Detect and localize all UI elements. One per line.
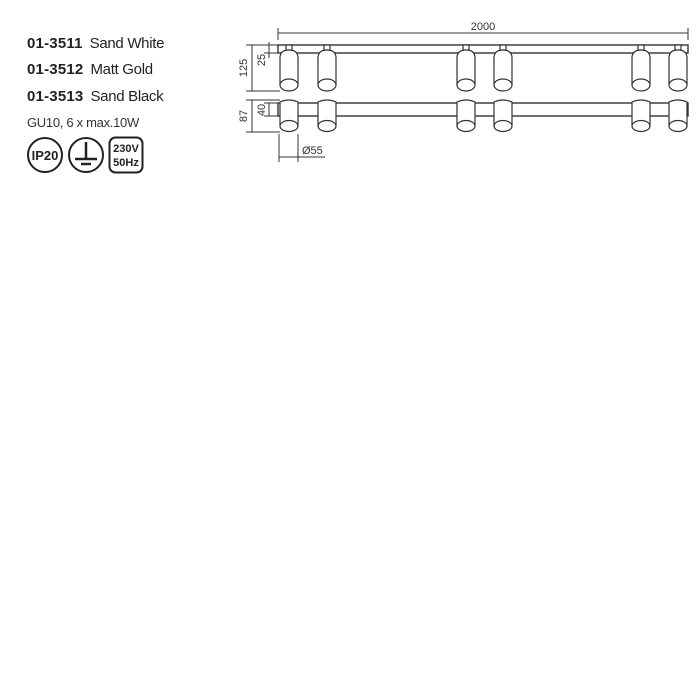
front-view-bar (277, 102, 689, 117)
spotlight-front-view (668, 99, 688, 133)
product-row: 01-3513 Sand Black (27, 88, 164, 105)
bar-height-front-label: 40 (256, 104, 268, 116)
product-color: Sand White (89, 35, 165, 52)
spotlight-front-view (456, 99, 476, 133)
voltage-label: 230V (113, 143, 139, 155)
frequency-label: 50Hz (113, 157, 139, 169)
product-code: 01-3513 (27, 88, 84, 105)
spotlight-side-view (631, 44, 651, 92)
spotlight-side-view (279, 44, 299, 92)
spotlight-front-view (317, 99, 337, 133)
length-label: 2000 (471, 21, 495, 33)
spotlight-side-view (493, 44, 513, 92)
side-view-bar (277, 44, 689, 54)
product-color: Matt Gold (90, 61, 153, 78)
spotlight-side-view (456, 44, 476, 92)
diameter-label: Ø55 (302, 145, 323, 157)
spotlight-front-view (279, 99, 299, 133)
product-code: 01-3511 (27, 35, 83, 52)
product-code: 01-3512 (27, 61, 84, 78)
spotlight-side-view (668, 44, 688, 92)
spotlight-side-view (317, 44, 337, 92)
height-front-label: 87 (238, 110, 250, 122)
earth-ground-icon (68, 137, 104, 173)
bar-height-side-label: 25 (256, 54, 268, 66)
height-side-label: 125 (238, 59, 250, 77)
spotlight-front-view (631, 99, 651, 133)
product-row: 01-3511 Sand White (27, 35, 164, 52)
product-row: 01-3512 Matt Gold (27, 61, 153, 78)
voltage-icon: 230V 50Hz (108, 136, 144, 174)
product-color: Sand Black (90, 88, 164, 105)
spotlight-front-view (493, 99, 513, 133)
ip-rating-label: IP20 (32, 148, 59, 163)
ip-rating-icon: IP20 (27, 137, 63, 173)
bulb-spec: GU10, 6 x max.10W (27, 115, 139, 130)
